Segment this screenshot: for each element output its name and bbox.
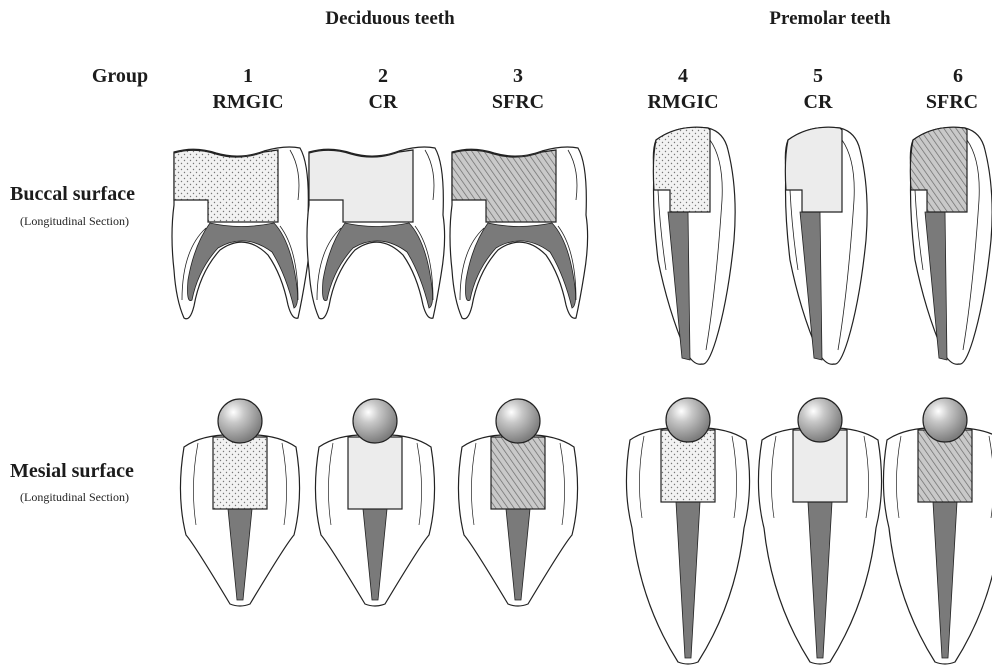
mesial-tooth-group-4 — [626, 398, 749, 664]
mesial-tooth-group-3 — [458, 399, 577, 606]
restoration — [348, 437, 402, 509]
loading-ball — [923, 398, 967, 442]
mesial-tooth-group-6 — [883, 398, 992, 664]
loading-ball — [666, 398, 710, 442]
restoration — [491, 437, 545, 509]
loading-ball — [798, 398, 842, 442]
mesial-row — [180, 398, 992, 664]
mesial-tooth-group-1 — [180, 399, 299, 606]
mesial-tooth-group-2 — [315, 399, 434, 606]
loading-ball — [218, 399, 262, 443]
buccal-row — [172, 127, 992, 364]
buccal-tooth-group-1 — [172, 147, 310, 319]
loading-ball — [496, 399, 540, 443]
buccal-tooth-group-2 — [307, 147, 445, 319]
loading-ball — [353, 399, 397, 443]
buccal-tooth-group-5 — [785, 127, 867, 364]
mesial-tooth-group-5 — [758, 398, 881, 664]
buccal-tooth-group-4 — [653, 127, 735, 364]
buccal-tooth-group-3 — [450, 147, 588, 319]
restoration — [213, 437, 267, 509]
pulp-canal — [188, 223, 298, 308]
pulp-canal — [466, 223, 576, 308]
pulp-canal — [323, 223, 433, 308]
buccal-tooth-group-6 — [910, 127, 992, 364]
